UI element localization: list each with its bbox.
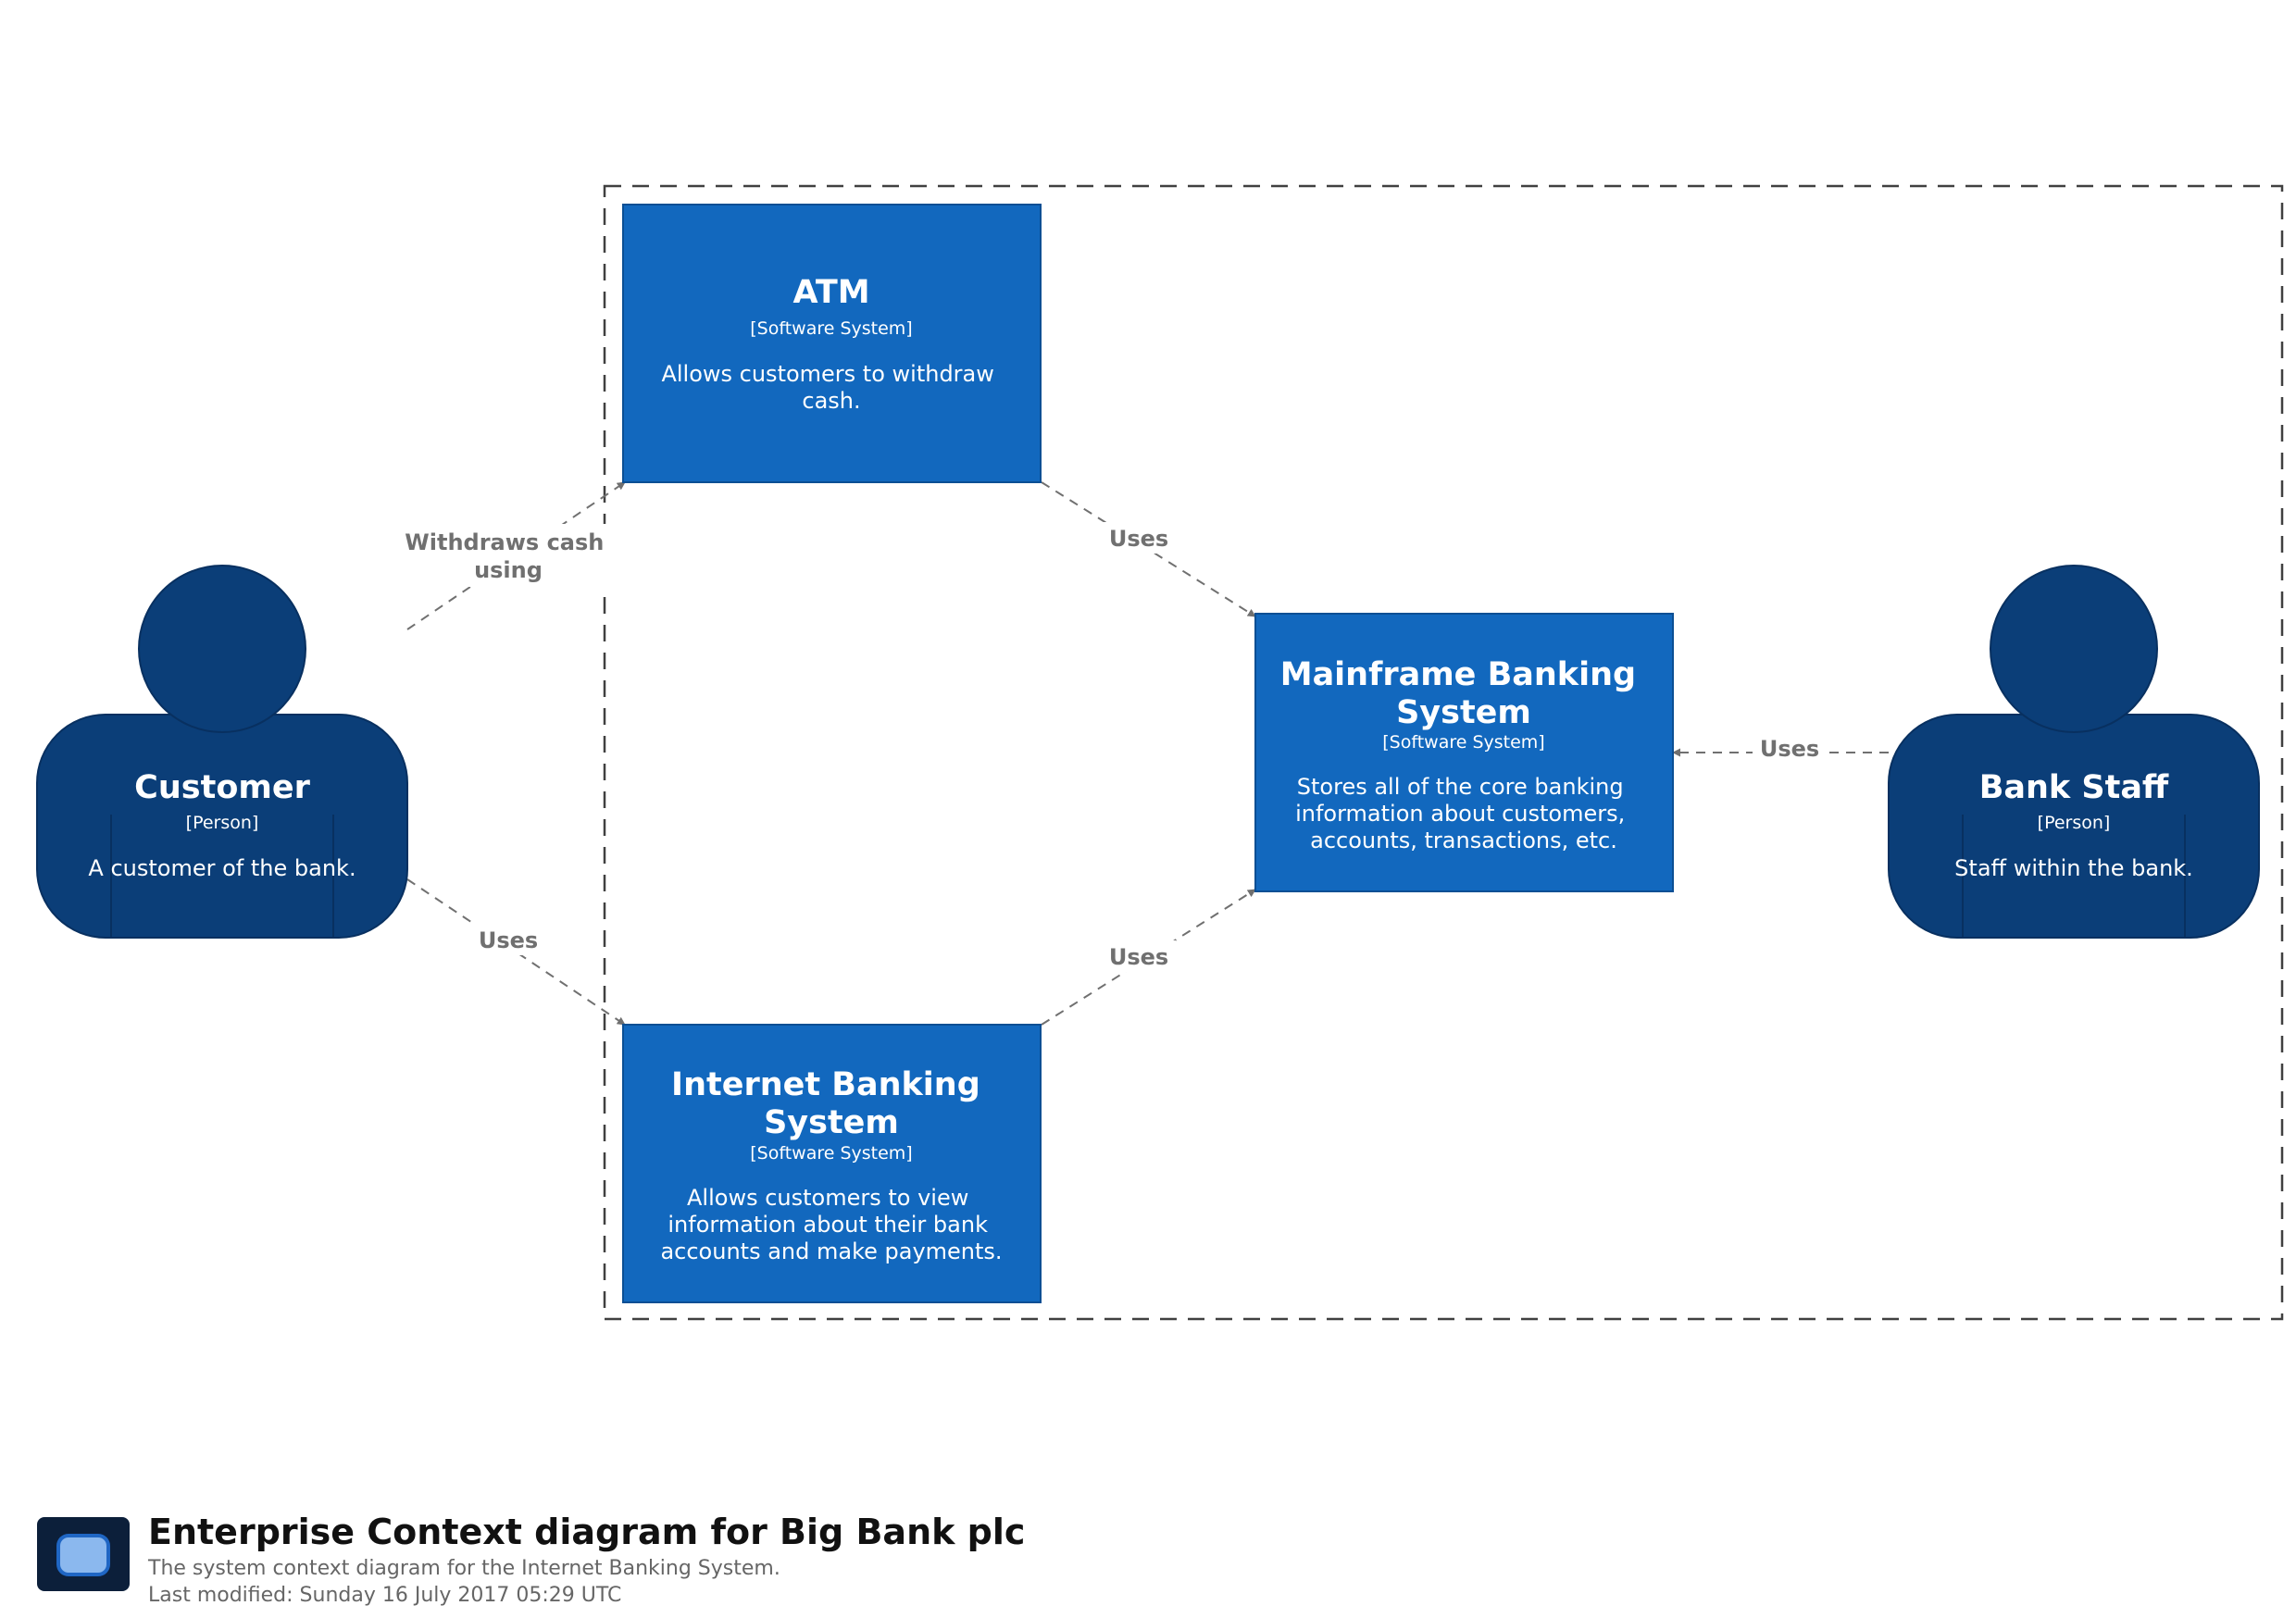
system-box xyxy=(622,204,1042,483)
diagram-description: The system context diagram for the Inter… xyxy=(148,1557,780,1580)
element-type: [Software System] xyxy=(750,1143,912,1164)
name-line: System xyxy=(764,1104,899,1141)
person-head xyxy=(138,565,306,733)
name-line: Mainframe Banking xyxy=(1280,656,1636,693)
element-type: [Person] xyxy=(186,813,259,833)
element-name: Mainframe Banking System xyxy=(1280,656,1648,731)
element-type: [Person] xyxy=(2038,813,2111,833)
software-system-mainframe[interactable]: Mainframe Banking System [Software Syste… xyxy=(1254,613,1674,892)
element-type: [Software System] xyxy=(1382,732,1544,753)
enterprise-boundary xyxy=(603,184,2284,1321)
person-head xyxy=(1990,565,2158,733)
element-name: ATM xyxy=(792,274,869,311)
element-description: Allows customers to view information abo… xyxy=(660,1185,1002,1264)
logo-inner-shape xyxy=(60,1537,106,1573)
footer-text: Enterprise Context diagram for Big Bank … xyxy=(148,1509,1444,1609)
edge-internet-banking-mainframe[interactable] xyxy=(1041,889,1256,1026)
system-box xyxy=(1254,613,1674,892)
element-name: Bank Staff xyxy=(1979,769,2169,806)
description-line: Stores all of the core banking xyxy=(1297,774,1624,800)
edge-label-withdraws-cash: Withdraws cash using xyxy=(405,529,611,583)
edge-label-atm-uses: Uses xyxy=(1109,526,1168,552)
description-line: information about customers, xyxy=(1295,801,1625,827)
relationship-labels: Withdraws cash using Uses Uses Uses Uses xyxy=(405,522,1827,972)
software-system-atm[interactable]: ATM [Software System] Allows customers t… xyxy=(622,204,1042,483)
description-line: accounts and make payments. xyxy=(660,1238,1002,1264)
software-system-internet-banking[interactable]: Internet Banking System [Software System… xyxy=(622,1024,1042,1303)
diagram-title: Enterprise Context diagram for Big Bank … xyxy=(148,1512,1026,1552)
description-line: information about their bank xyxy=(668,1212,988,1238)
edge-label-customer-uses: Uses xyxy=(479,927,538,953)
edge-atm-mainframe[interactable] xyxy=(1041,481,1256,617)
edge-label-line: Withdraws cash xyxy=(405,529,604,555)
structurizr-logo-icon xyxy=(37,1517,130,1591)
name-line: System xyxy=(1396,694,1531,731)
system-box xyxy=(622,1024,1042,1303)
element-description: Staff within the bank. xyxy=(1954,855,2193,881)
edge-label-internet-banking-uses: Uses xyxy=(1109,944,1168,970)
description-line: accounts, transactions, etc. xyxy=(1310,828,1617,853)
edge-customer-atm[interactable] xyxy=(406,481,626,630)
element-name: Internet Banking System xyxy=(671,1066,992,1141)
name-line: Internet Banking xyxy=(671,1066,980,1103)
element-description: Allows customers to withdraw cash. xyxy=(661,361,1001,414)
element-description: Stores all of the core banking informati… xyxy=(1295,774,1632,853)
person-bank-staff[interactable]: Bank Staff [Person] Staff within the ban… xyxy=(1888,565,2260,939)
description-line: Allows customers to withdraw xyxy=(661,361,993,387)
person-customer[interactable]: Customer [Person] A customer of the bank… xyxy=(36,565,408,939)
element-name: Customer xyxy=(134,769,310,806)
edge-customer-internet-banking[interactable] xyxy=(406,878,626,1026)
edge-label-line: using xyxy=(474,557,543,583)
edge-label-bank-staff-uses: Uses xyxy=(1760,736,1819,762)
description-line: Allows customers to view xyxy=(687,1185,968,1211)
element-type: [Software System] xyxy=(750,318,912,339)
diagram-last-modified: Last modified: Sunday 16 July 2017 05:29… xyxy=(148,1584,622,1607)
description-line: cash. xyxy=(802,388,860,414)
element-description: A customer of the bank. xyxy=(88,855,356,881)
